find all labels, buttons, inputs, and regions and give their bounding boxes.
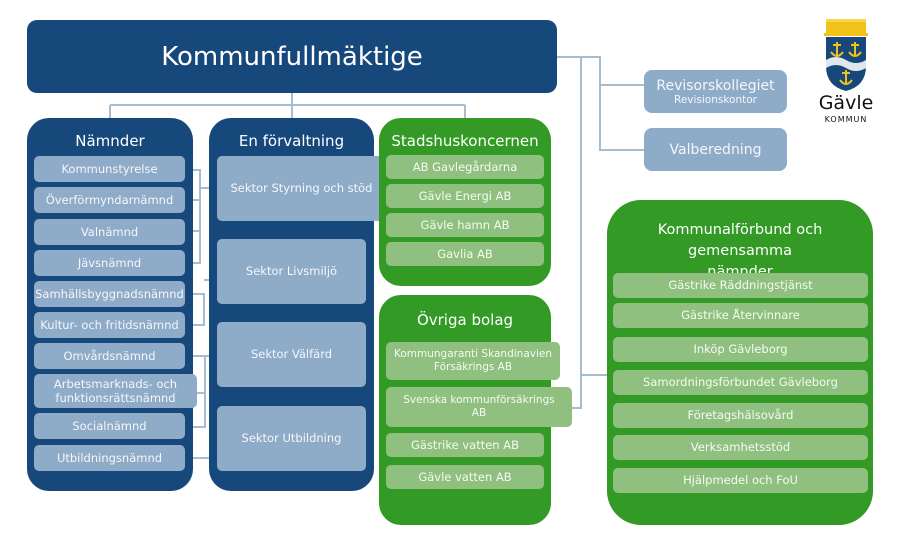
sektor-item[interactable]: Sektor Livsmiljö (217, 239, 366, 304)
namnd-item[interactable]: Kultur- och fritidsnämnd (34, 312, 185, 338)
bolag-item[interactable]: Svenska kommunförsäkrings AB (386, 387, 572, 427)
namnd-item[interactable]: Kommunstyrelse (34, 156, 185, 182)
bolag-item[interactable]: Gävle vatten AB (386, 465, 544, 489)
stadshuskoncernen-column: Stadshuskoncernen AB Gavlegårdarna Gävle… (379, 118, 551, 286)
ovriga-bolag-title: Övriga bolag (416, 311, 514, 329)
kommunalforbund-column: Kommunalförbund och gemensamma nämnder G… (607, 200, 873, 525)
coat-of-arms-icon (824, 19, 868, 91)
namnd-item[interactable]: Omvårdsnämnd (34, 343, 185, 369)
kommunfullmaktige-title: Kommunfullmäktige (161, 41, 423, 72)
namnder-column: Nämnder Kommunstyrelse Överförmyndarnämn… (27, 118, 197, 491)
revisorskollegiet-title: Revisorskollegiet (656, 77, 775, 94)
bolag-item[interactable]: AB Gavlegårdarna (386, 155, 544, 179)
forbund-item[interactable]: Hjälpmedel och FoU (613, 468, 868, 493)
namnd-item[interactable]: Överförmyndarnämnd (34, 187, 185, 213)
bolag-item[interactable]: Gävle hamn AB (386, 213, 544, 237)
namnd-item[interactable]: Valnämnd (34, 219, 185, 245)
stadshuskoncernen-title: Stadshuskoncernen (391, 132, 539, 150)
logo-sub: KOMMUN (824, 115, 868, 124)
sektor-item[interactable]: Sektor Välfärd (217, 322, 366, 387)
revisionskontor-subtitle: Revisionskontor (674, 93, 757, 106)
bolag-item[interactable]: Gävle Energi AB (386, 184, 544, 208)
namnd-item[interactable]: Utbildningsnämnd (34, 445, 185, 471)
logo-name: Gävle (818, 92, 874, 114)
forbund-item[interactable]: Gästrike Återvinnare (613, 303, 868, 328)
namnder-title: Nämnder (75, 132, 145, 150)
valberedning-title: Valberedning (669, 141, 762, 158)
sektor-item[interactable]: Sektor Styrning och stöd (217, 156, 386, 221)
forvaltning-column: En förvaltning Sektor Styrning och stöd … (209, 118, 386, 491)
namnd-item[interactable]: Arbetsmarknads- och funktionsrättsnämnd (34, 374, 197, 408)
namnd-item[interactable]: Jävsnämnd (34, 250, 185, 276)
valberedning-box[interactable]: Valberedning (644, 128, 787, 171)
ovriga-bolag-column: Övriga bolag Kommungaranti Skandinavien … (379, 295, 572, 525)
sektor-item[interactable]: Sektor Utbildning (217, 406, 366, 471)
bolag-item[interactable]: Kommungaranti Skandinavien Försäkrings A… (386, 342, 560, 380)
bolag-item[interactable]: Gästrike vatten AB (386, 433, 544, 457)
gavle-kommun-logo: Gävle KOMMUN (818, 16, 874, 126)
forbund-item[interactable]: Inköp Gävleborg (613, 337, 868, 362)
namnd-item[interactable]: Samhällsbyggnadsnämnd (34, 281, 185, 307)
kommunfullmaktige-box[interactable]: Kommunfullmäktige (27, 20, 557, 93)
forbund-item[interactable]: Samordningsförbundet Gävleborg (613, 370, 868, 395)
bolag-item[interactable]: Gavlia AB (386, 242, 544, 266)
forbund-item[interactable]: Gästrike Räddningstjänst (613, 273, 868, 298)
forbund-item[interactable]: Företagshälsovård (613, 403, 868, 428)
namnd-item[interactable]: Socialnämnd (34, 413, 185, 439)
forbund-item[interactable]: Verksamhetsstöd (613, 435, 868, 460)
revisorskollegiet-box[interactable]: Revisorskollegiet Revisionskontor (644, 70, 787, 113)
forvaltning-title: En förvaltning (238, 132, 345, 150)
